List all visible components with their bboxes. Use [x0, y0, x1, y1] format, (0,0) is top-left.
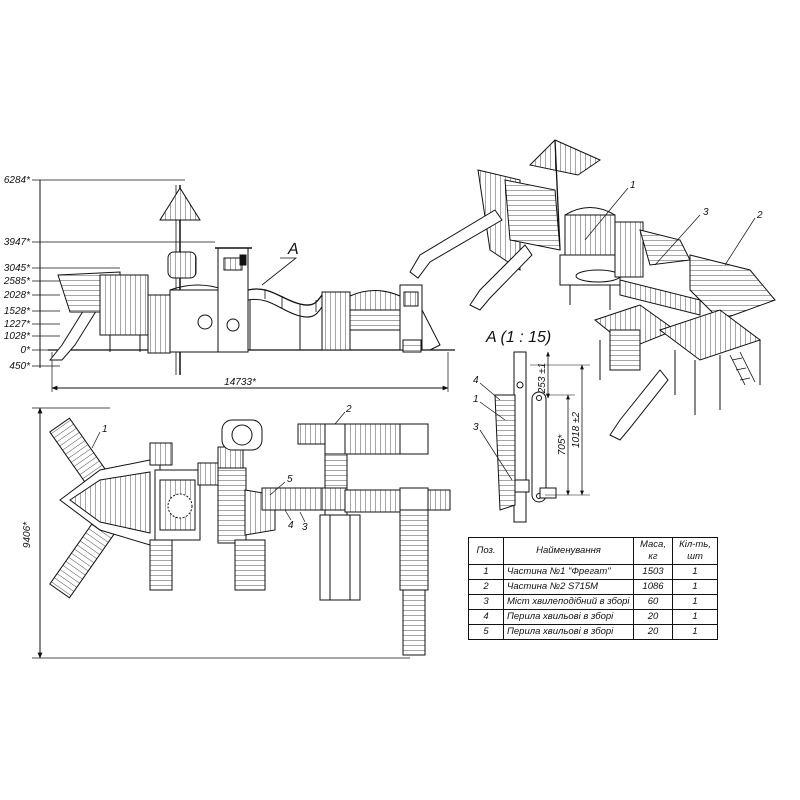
mast-net	[160, 188, 200, 220]
tower-2	[322, 292, 350, 350]
header-name: Найменування	[503, 537, 634, 565]
width-label-9406: 9406*	[22, 521, 33, 548]
row-name: Міст хвилеподібний в зборі	[503, 594, 634, 610]
row-qty: 1	[672, 594, 718, 610]
detail-callout-1: 1	[473, 394, 479, 405]
plan-callout-2: 2	[345, 404, 352, 415]
height-label-1227: 1227*	[4, 319, 31, 330]
iso-slide-right	[610, 370, 668, 440]
right-ladder	[422, 310, 440, 350]
row-name: Частина №2 S715M	[503, 579, 634, 595]
iso-slide-left	[410, 210, 502, 278]
height-label-1028: 1028*	[4, 331, 31, 342]
height-label-450: 450*	[9, 361, 31, 372]
row-mass: 1086	[633, 579, 673, 595]
height-label-3947: 3947*	[4, 237, 31, 248]
header-pos: Поз.	[468, 537, 504, 565]
iso-callout-1: 1	[630, 180, 636, 191]
plan-callout-1: 1	[102, 424, 108, 435]
row-name: Частина №1 "Фрегат"	[503, 564, 634, 580]
ship-hull	[100, 275, 148, 335]
height-label-0: 0*	[21, 345, 32, 356]
row-pos: 3	[468, 594, 504, 610]
detail-callout-4: 4	[473, 375, 479, 386]
row-pos: 5	[468, 624, 504, 640]
row-mass: 1503	[633, 564, 673, 580]
iso-slide-lower	[470, 245, 532, 310]
detail-dim-253: 253 ±1	[537, 363, 548, 395]
row-mass: 20	[633, 609, 673, 625]
row-mass: 60	[633, 594, 673, 610]
table-row: 4 Перила хвильові в зборі 20 1	[468, 609, 718, 625]
row-qty: 1	[672, 624, 718, 640]
table-row: 2 Частина №2 S715M 1086 1	[468, 579, 718, 595]
detail-post	[514, 352, 526, 522]
height-label-3045: 3045*	[4, 263, 31, 274]
porthole	[198, 315, 212, 329]
plan-callout-4: 4	[288, 520, 294, 531]
isometric-view	[410, 140, 775, 440]
iso-wavy-bridge	[620, 280, 700, 315]
row-name: Перила хвильові в зборі	[503, 624, 634, 640]
table-row: 5 Перила хвильові в зборі 20 1	[468, 624, 718, 640]
plan-view-labels	[92, 412, 345, 522]
row-qty: 1	[672, 564, 718, 580]
detail-callout-3: 3	[473, 422, 479, 433]
iso-callout-3: 3	[703, 207, 709, 218]
plan-stairs-down	[150, 540, 172, 590]
ship-stairs	[148, 295, 170, 353]
height-label-6284: 6284*	[4, 175, 31, 186]
plan-wavy-bridge	[262, 488, 322, 510]
iso-right-structure	[690, 255, 775, 320]
row-qty: 1	[672, 579, 718, 595]
section-marker-a: A	[287, 241, 299, 258]
parts-table-header-row: Поз. Найменування Маса, кг Кіл-ть, шт	[468, 537, 718, 565]
row-mass: 20	[633, 624, 673, 640]
front-elevation-view	[32, 180, 455, 392]
header-qty: Кіл-ть, шт	[672, 537, 718, 565]
table-row: 1 Частина №1 "Фрегат" 1503 1	[468, 564, 718, 580]
header-mass: Маса, кг	[633, 537, 673, 565]
row-pos: 4	[468, 609, 504, 625]
iso-callout-leaders	[585, 188, 755, 265]
ship-wheel	[168, 494, 192, 518]
plan-callout-3: 3	[302, 522, 308, 533]
detail-a-view	[480, 352, 590, 522]
detail-railing-board	[495, 395, 515, 510]
parts-table: Поз. Найменування Маса, кг Кіл-ть, шт 1 …	[468, 537, 718, 640]
height-label-2028: 2028*	[3, 290, 31, 301]
plan-view	[32, 407, 450, 659]
detail-view-title: A (1 : 15)	[485, 329, 551, 346]
iso-sail	[530, 140, 600, 175]
height-label-2585: 2585*	[3, 276, 31, 287]
plan-slab	[320, 515, 360, 600]
height-label-1528: 1528*	[4, 306, 31, 317]
table-row: 3 Міст хвилеподібний в зборі 60 1	[468, 594, 718, 610]
plan-callout-5: 5	[287, 474, 293, 485]
wavy-bridge-top	[248, 289, 322, 305]
length-label: 14733*	[224, 377, 257, 388]
row-pos: 2	[468, 579, 504, 595]
iso-callout-2: 2	[756, 210, 763, 221]
main-tower	[170, 290, 225, 352]
detail-handle	[532, 392, 546, 502]
row-name: Перила хвильові в зборі	[503, 609, 634, 625]
barrel	[168, 252, 196, 278]
detail-dim-705: 705*	[557, 434, 568, 456]
iso-central-house	[565, 215, 615, 255]
row-qty: 1	[672, 609, 718, 625]
lantern	[240, 255, 246, 265]
row-pos: 1	[468, 564, 504, 580]
detail-dim-1018: 1018 ±2	[571, 412, 582, 449]
front-view-dimension-labels: 6284* 3947* 3045* 2585* 2028* 1528* 1227…	[3, 175, 299, 388]
